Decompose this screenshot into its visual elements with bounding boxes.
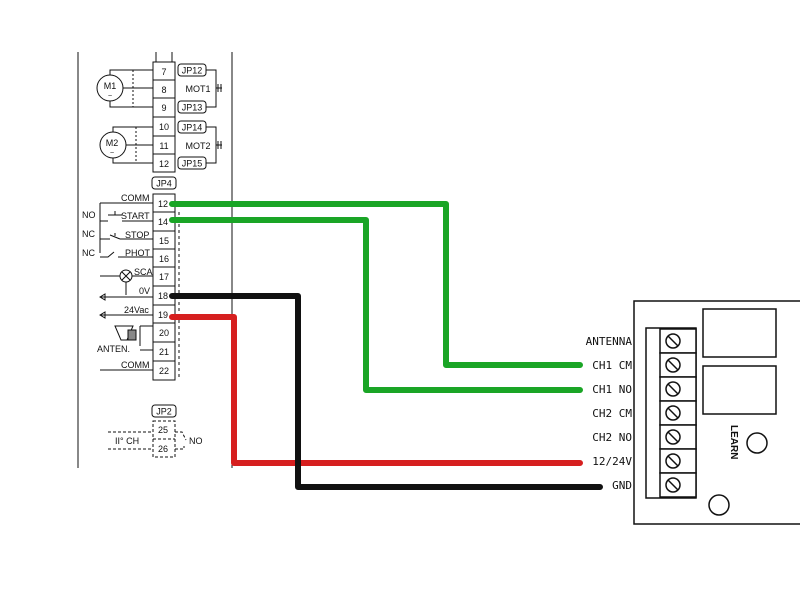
svg-text:JP15: JP15 <box>182 159 203 169</box>
label-nc-stop: NC <box>82 229 95 239</box>
terminal-10: 10 <box>159 122 169 132</box>
receiver-relay-2 <box>702 365 777 415</box>
signal-wiring <box>99 202 153 371</box>
terminal-12: 12 <box>158 199 168 209</box>
terminal-19: 19 <box>158 310 168 320</box>
terminal-12-top: 12 <box>159 159 169 169</box>
svg-text:~: ~ <box>110 150 114 157</box>
label-start: START <box>121 211 150 221</box>
label-nc-phot: NC <box>82 248 95 258</box>
screw-terminals <box>659 328 697 498</box>
mot1-capacitor <box>206 69 222 108</box>
terminal-11: 11 <box>159 141 168 151</box>
label-jp2-no: NO <box>189 436 203 446</box>
label-phot: PHOT <box>125 248 151 258</box>
svg-text:M2: M2 <box>106 138 119 148</box>
terminal-7: 7 <box>161 67 166 77</box>
label-no-start: NO <box>82 210 96 220</box>
terminal-14: 14 <box>158 217 168 227</box>
svg-text:26: 26 <box>158 444 168 454</box>
svg-text:JP12: JP12 <box>182 66 203 76</box>
motor-m2: M2 ~ <box>99 126 153 164</box>
mot2-label: MOT2 <box>185 141 210 151</box>
receiver-label-antenna: ANTENNA <box>586 335 633 348</box>
terminal-block-motors: 7 8 9 10 11 12 <box>152 52 176 173</box>
svg-text:~: ~ <box>108 93 112 100</box>
terminal-9: 9 <box>161 103 166 113</box>
wires <box>169 201 603 490</box>
terminal-8: 8 <box>161 85 166 95</box>
terminal-block-ch2: 25 26 II° CH NO <box>108 420 203 458</box>
jumper-jp2: JP2 <box>151 404 177 418</box>
receiver-label-ch2-cm: CH2 CM <box>592 407 632 420</box>
receiver-label-ch1-no: CH1 NO <box>592 383 632 396</box>
mounting-hole-icon <box>708 494 730 516</box>
jumper-jp15: JP15 <box>177 156 207 170</box>
receiver-relay-1 <box>702 308 777 358</box>
receiver-label-12-24v: 12/24V <box>592 455 632 468</box>
svg-text:JP13: JP13 <box>182 103 203 113</box>
svg-text:25: 25 <box>158 425 168 435</box>
antenna-icon <box>114 325 137 341</box>
jumper-jp14: JP14 <box>177 120 207 134</box>
terminal-block-signals: 12 14 15 16 17 18 19 20 21 22 <box>152 193 180 381</box>
label-comm-bottom: COMM <box>121 360 150 370</box>
label-0v: 0V <box>139 286 150 296</box>
label-stop: STOP <box>125 230 149 240</box>
label-sca: SCA <box>134 267 153 277</box>
mot1-label: MOT1 <box>185 84 210 94</box>
terminal-15: 15 <box>159 236 169 246</box>
svg-text:M1: M1 <box>104 81 117 91</box>
wire-black-0v <box>169 293 603 490</box>
label-comm-top: COMM <box>121 193 150 203</box>
receiver-module <box>633 300 800 525</box>
terminal-21: 21 <box>159 347 169 357</box>
wire-red-24vac <box>169 314 583 466</box>
sca-lamp-cross <box>121 271 131 281</box>
terminal-20: 20 <box>159 328 169 338</box>
wire-green-start <box>169 217 583 393</box>
learn-label: LEARN <box>728 425 739 459</box>
jumper-jp13: JP13 <box>177 100 207 114</box>
receiver-label-gnd: GND <box>612 479 632 492</box>
terminal-17: 17 <box>159 272 169 282</box>
svg-text:JP4: JP4 <box>156 179 172 189</box>
jumper-jp4: JP4 <box>151 176 177 190</box>
label-ch2: II° CH <box>115 436 139 446</box>
svg-text:JP2: JP2 <box>156 407 172 417</box>
label-24vac: 24Vac <box>124 305 149 315</box>
jumper-jp12: JP12 <box>177 63 207 77</box>
terminal-22: 22 <box>159 366 169 376</box>
motor-m1: M1 ~ <box>96 69 153 108</box>
receiver-label-ch2-no: CH2 NO <box>592 431 632 444</box>
svg-text:JP14: JP14 <box>182 123 203 133</box>
terminal-18: 18 <box>158 291 168 301</box>
wire-green-comm <box>169 201 583 368</box>
terminal-16: 16 <box>159 254 169 264</box>
receiver-label-ch1-cm: CH1 CM <box>592 359 632 372</box>
mot2-capacitor <box>206 126 222 164</box>
learn-button[interactable] <box>746 432 768 454</box>
label-anten: ANTEN. <box>97 344 130 354</box>
